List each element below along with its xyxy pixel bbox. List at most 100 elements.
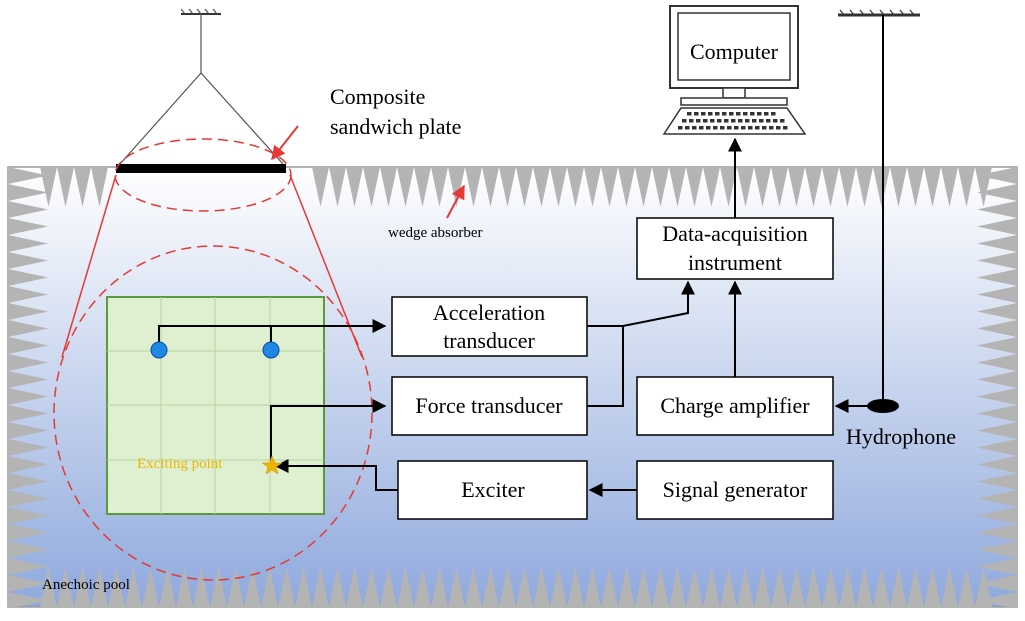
keyboard-key xyxy=(743,112,748,116)
wedge-top xyxy=(533,167,550,207)
keyboard-key xyxy=(759,119,764,123)
wedge-bottom xyxy=(703,567,720,607)
keyboard-keys xyxy=(678,112,788,130)
wedge-bottom xyxy=(261,567,278,607)
wedge-bottom xyxy=(890,567,907,607)
wedge-top xyxy=(873,167,890,207)
composite-plate-side-view xyxy=(116,164,286,173)
wedge-right xyxy=(977,235,1017,252)
plate-zoom-ellipse xyxy=(53,245,373,581)
svg-text:transducer: transducer xyxy=(443,328,535,353)
wedge-top xyxy=(720,167,737,207)
wedge-absorber-label: wedge absorber xyxy=(388,225,483,241)
keyboard-key xyxy=(783,126,788,130)
keyboard-key xyxy=(771,112,776,116)
wedge-right xyxy=(977,184,1017,201)
wedge-bottom xyxy=(516,567,533,607)
keyboard-key xyxy=(764,112,769,116)
keyboard-key xyxy=(727,126,732,130)
wedge-top xyxy=(941,167,958,207)
wedge-bottom xyxy=(482,567,499,607)
wedge-left xyxy=(8,303,48,320)
wedge-right xyxy=(977,167,1017,184)
wedge-right xyxy=(977,456,1017,473)
wedge-left xyxy=(8,218,48,235)
keyboard-key xyxy=(715,112,720,116)
plate-highlight-ellipse xyxy=(114,138,292,212)
wedge-left xyxy=(8,405,48,422)
hydrophone-suspension xyxy=(838,9,920,400)
zoom-line-left xyxy=(61,174,117,358)
wedge-right xyxy=(977,201,1017,218)
wedge-bottom xyxy=(414,567,431,607)
wedge-top xyxy=(771,167,788,207)
wedge-top xyxy=(635,167,652,207)
wedge-bottom xyxy=(176,567,193,607)
keyboard-key xyxy=(731,119,736,123)
keyboard-key xyxy=(696,119,701,123)
wedge-bottom xyxy=(159,567,176,607)
wedge-bottom xyxy=(40,567,57,607)
keyboard-key xyxy=(729,112,734,116)
keyboard-key xyxy=(757,112,762,116)
wedge-bottom xyxy=(601,567,618,607)
wedge-bottom xyxy=(975,567,992,607)
keyboard-key xyxy=(720,126,725,130)
wedge-top xyxy=(329,167,346,207)
wedge-right xyxy=(977,507,1017,524)
wedge-top xyxy=(414,167,431,207)
exciting-point-label: Exciting point xyxy=(137,456,223,472)
wedge-bottom xyxy=(720,567,737,607)
wedge-left xyxy=(8,558,48,575)
wedge-bottom xyxy=(363,567,380,607)
wedge-bottom xyxy=(686,567,703,607)
wedge-top xyxy=(890,167,907,207)
wedge-bottom xyxy=(567,567,584,607)
wedge-right xyxy=(977,303,1017,320)
wedge-top xyxy=(601,167,618,207)
wedge-bottom xyxy=(499,567,516,607)
keyboard-key xyxy=(706,126,711,130)
wedge-absorbers xyxy=(8,167,1017,607)
wedge-top xyxy=(686,167,703,207)
wedge-top xyxy=(363,167,380,207)
wedge-top xyxy=(74,167,91,207)
wedge-bottom xyxy=(788,567,805,607)
exciter-box: Exciter xyxy=(397,460,588,520)
svg-text:instrument: instrument xyxy=(688,250,782,275)
wedge-bottom xyxy=(737,567,754,607)
wedge-bottom xyxy=(108,567,125,607)
wedge-left xyxy=(8,320,48,337)
keyboard-key xyxy=(717,119,722,123)
keyboard-key xyxy=(769,126,774,130)
keyboard-key xyxy=(762,126,767,130)
plate-label-line2: sandwich plate xyxy=(330,114,461,139)
wedge-top xyxy=(482,167,499,207)
keyboard-key xyxy=(780,119,785,123)
wedge-bottom xyxy=(244,567,261,607)
wedge-bottom xyxy=(822,567,839,607)
wedge-bottom xyxy=(295,567,312,607)
wedge-left xyxy=(8,456,48,473)
keyboard-key xyxy=(736,112,741,116)
keyboard-key xyxy=(692,126,697,130)
wedge-top xyxy=(856,167,873,207)
instrument-wires xyxy=(587,137,868,497)
wedge-left xyxy=(8,473,48,490)
signal-generator-box: Signal generator xyxy=(636,460,834,520)
wedge-bottom xyxy=(771,567,788,607)
wedge-right xyxy=(977,320,1017,337)
wedge-bottom xyxy=(652,567,669,607)
wedge-right xyxy=(977,592,1017,607)
wedge-bottom xyxy=(941,567,958,607)
wedge-bottom xyxy=(635,567,652,607)
wedge-bottom xyxy=(873,567,890,607)
wedge-bottom xyxy=(805,567,822,607)
svg-text:Force transducer: Force transducer xyxy=(415,393,563,418)
keyboard-key xyxy=(748,126,753,130)
wedge-left xyxy=(8,354,48,371)
wedge-bottom xyxy=(227,567,244,607)
wedge-bottom xyxy=(924,567,941,607)
wedge-right xyxy=(977,286,1017,303)
